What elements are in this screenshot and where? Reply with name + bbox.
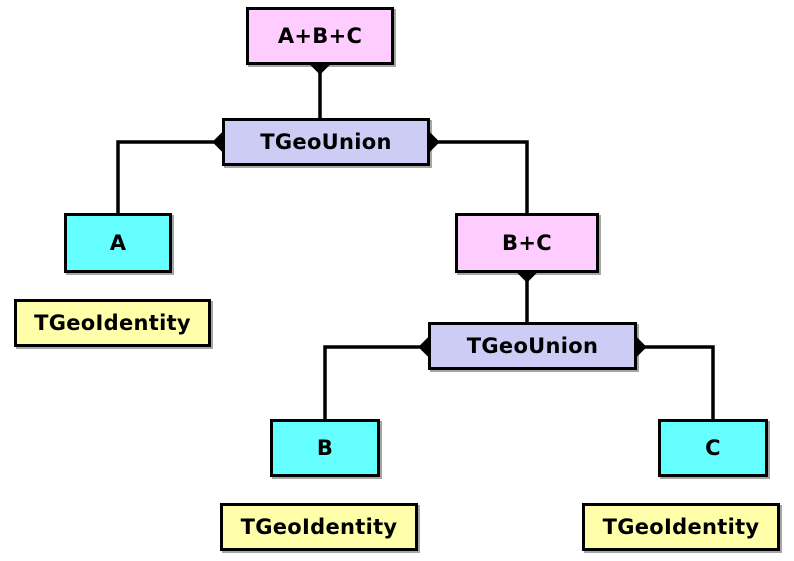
node-label: C bbox=[705, 436, 721, 460]
node-label: B bbox=[316, 436, 334, 460]
node-union-bot[interactable]: TGeoUnion bbox=[428, 322, 637, 370]
node-ident-c[interactable]: TGeoIdentity bbox=[582, 503, 780, 551]
node-label: A bbox=[109, 231, 127, 255]
node-label: B+C bbox=[502, 231, 552, 255]
edge-union-top-to-bc bbox=[430, 140, 529, 213]
edge-union-bot-to-b bbox=[323, 345, 428, 419]
node-a[interactable]: A bbox=[64, 213, 172, 273]
node-union-top[interactable]: TGeoUnion bbox=[222, 118, 430, 166]
node-ident-b[interactable]: TGeoIdentity bbox=[220, 503, 418, 551]
node-b[interactable]: B bbox=[270, 419, 380, 477]
node-label: TGeoIdentity bbox=[602, 515, 760, 539]
node-bc[interactable]: B+C bbox=[455, 213, 599, 273]
edge-union-top-to-a bbox=[116, 140, 222, 213]
edge-union-bot-to-c bbox=[637, 345, 715, 419]
node-label: TGeoUnion bbox=[466, 334, 599, 358]
node-c[interactable]: C bbox=[658, 419, 768, 477]
node-label: A+B+C bbox=[277, 24, 363, 48]
node-label: TGeoUnion bbox=[260, 130, 392, 154]
node-label: TGeoIdentity bbox=[34, 311, 191, 335]
node-ident-a[interactable]: TGeoIdentity bbox=[14, 299, 211, 347]
node-label: TGeoIdentity bbox=[240, 515, 398, 539]
node-abc[interactable]: A+B+C bbox=[246, 7, 394, 65]
